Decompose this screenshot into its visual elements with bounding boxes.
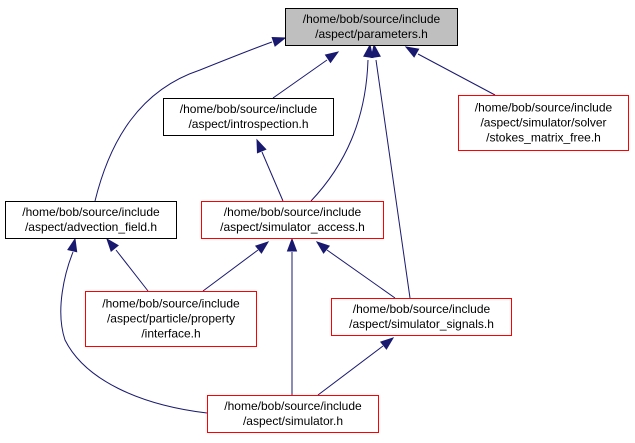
- edge-simulator_signals-to-parameters: [370, 43, 411, 299]
- node-label-line: /aspect/advection_field.h: [25, 220, 157, 234]
- node-label-line: /home/bob/source/include: [180, 102, 318, 116]
- arrowhead-icon: [67, 237, 78, 253]
- node-label-line: /aspect/introspection.h: [188, 117, 308, 131]
- arrowhead-icon: [256, 138, 267, 154]
- edge-line: [60, 251, 208, 414]
- edge-line: [261, 151, 284, 202]
- edge-simulator-to-simulator_signals: [317, 337, 395, 396]
- node-simulator-access[interactable]: /home/bob/source/include/aspect/simulato…: [201, 201, 384, 239]
- node-label-line: /aspect/simulator/solver: [480, 116, 606, 130]
- arrowhead-icon: [324, 51, 340, 64]
- arrowhead-icon: [271, 36, 287, 47]
- node-label-line: /stokes_matrix_free.h: [486, 131, 601, 145]
- edge-introspection-to-parameters: [272, 51, 340, 99]
- node-box[interactable]: [5, 201, 177, 239]
- edge-line: [202, 249, 259, 292]
- node-box[interactable]: [207, 395, 379, 433]
- node-box[interactable]: [163, 98, 334, 136]
- edge-line: [94, 41, 273, 202]
- arrowhead-icon: [379, 337, 395, 350]
- edge-line: [272, 59, 328, 99]
- node-label-line: /home/bob/source/include: [102, 297, 240, 311]
- node-label-line: /aspect/particle/property: [107, 312, 235, 326]
- nodes-layer: /home/bob/source/include/aspect/paramete…: [5, 8, 629, 433]
- arrowhead-icon: [404, 46, 420, 58]
- node-box[interactable]: [458, 95, 629, 151]
- node-parameters[interactable]: /home/bob/source/include/aspect/paramete…: [285, 8, 458, 46]
- arrowhead-icon: [363, 43, 374, 59]
- node-label-line: /home/bob/source/include: [224, 399, 362, 413]
- node-particle-property-interface[interactable]: /home/bob/source/include/aspect/particle…: [85, 291, 257, 347]
- edge-simulator_access-to-parameters: [310, 43, 374, 202]
- edge-advection_field-to-parameters: [94, 36, 287, 202]
- node-label-line: /aspect/simulator_access.h: [220, 220, 365, 234]
- arrowhead-icon: [254, 241, 270, 254]
- node-stokes-matrix-free[interactable]: /home/bob/source/include/aspect/simulato…: [458, 95, 629, 151]
- node-introspection[interactable]: /home/bob/source/include/aspect/introspe…: [163, 98, 334, 136]
- edge-line: [310, 59, 369, 202]
- edge-line: [375, 59, 411, 299]
- node-label-line: /home/bob/source/include: [353, 302, 491, 316]
- edges-layer: [60, 36, 496, 414]
- node-label-line: /home/bob/source/include: [224, 205, 362, 219]
- edge-simulator-to-advection_field: [60, 237, 208, 414]
- edge-line: [417, 53, 496, 96]
- edge-simulator-to-simulator_access: [286, 237, 298, 395]
- node-label-line: /home/bob/source/include: [475, 101, 613, 115]
- edge-line: [326, 249, 396, 299]
- node-simulator[interactable]: /home/bob/source/include/aspect/simulato…: [207, 395, 379, 433]
- node-box[interactable]: [331, 298, 512, 336]
- node-label-line: /aspect/simulator.h: [243, 414, 343, 428]
- node-label-line: /aspect/parameters.h: [315, 27, 428, 41]
- node-label-line: /home/bob/source/include: [22, 205, 160, 219]
- node-simulator-signals[interactable]: /home/bob/source/include/aspect/simulato…: [331, 298, 512, 336]
- arrowhead-icon: [315, 241, 331, 254]
- node-advection-field[interactable]: /home/bob/source/include/aspect/advectio…: [5, 201, 177, 239]
- node-box[interactable]: [285, 8, 458, 46]
- edge-particle_property_interface-to-advection_field: [106, 237, 149, 292]
- node-label-line: /home/bob/source/include: [303, 12, 441, 26]
- arrowhead-icon: [106, 237, 119, 252]
- edge-stokes_matrix_free-to-parameters: [404, 46, 496, 96]
- edge-simulator_signals-to-simulator_access: [315, 241, 396, 299]
- node-box[interactable]: [201, 201, 384, 239]
- node-box[interactable]: [85, 291, 257, 347]
- edge-simulator_access-to-introspection: [256, 138, 284, 202]
- edge-particle_property_interface-to-simulator_access: [202, 241, 270, 292]
- edge-line: [317, 345, 384, 396]
- node-label-line: /interface.h: [141, 327, 200, 341]
- node-label-line: /aspect/simulator_signals.h: [349, 317, 494, 331]
- arrowhead-icon: [286, 237, 298, 252]
- edge-line: [115, 249, 149, 292]
- arrowhead-icon: [370, 43, 381, 59]
